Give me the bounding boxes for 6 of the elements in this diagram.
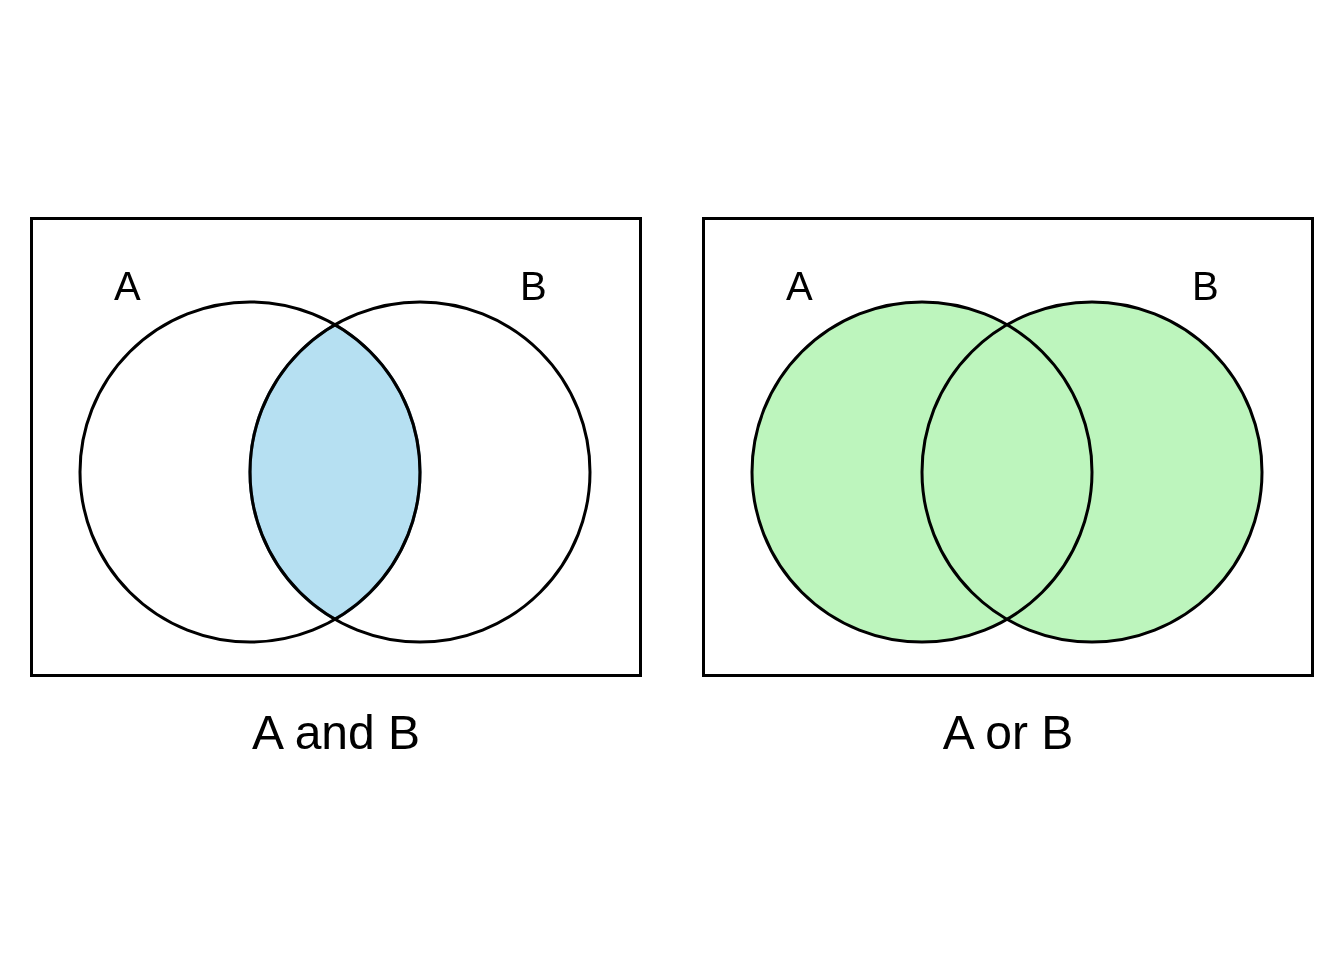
panel-caption: A or B: [942, 709, 1074, 757]
set-label: B: [520, 266, 547, 306]
panel-caption: A and B: [251, 709, 421, 757]
set-label: A: [786, 266, 813, 306]
set-label: B: [1192, 266, 1219, 306]
set-label: A: [114, 266, 141, 306]
